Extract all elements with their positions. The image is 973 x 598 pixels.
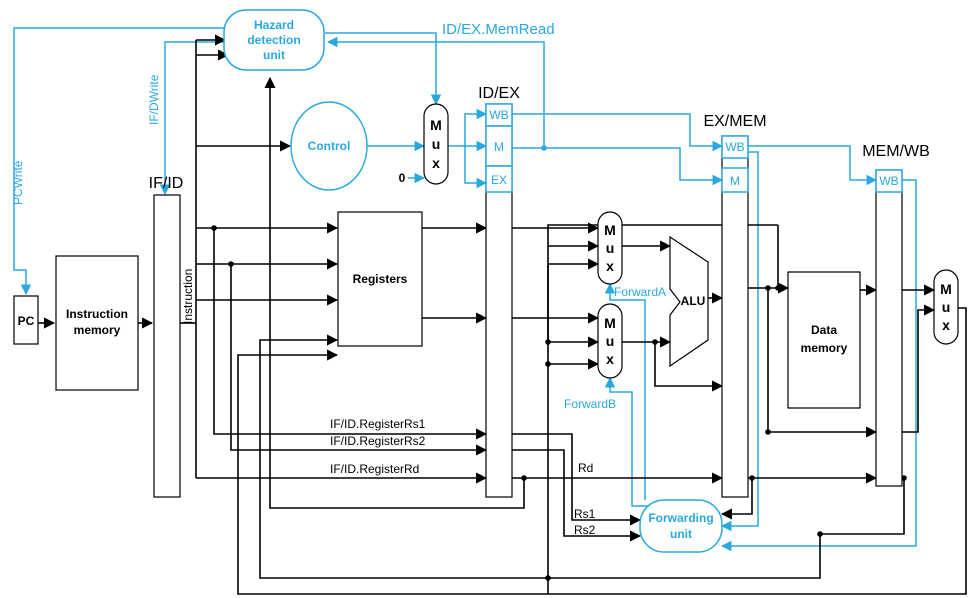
rd-signal-label: IF/ID.RegisterRd	[330, 462, 419, 476]
rs1-signal-label: IF/ID.RegisterRs1	[330, 417, 426, 431]
ex-mem-m-field: M	[730, 174, 740, 188]
mem-wb-register: WB MEM/WB	[862, 143, 930, 487]
hazard-label-1: Hazard	[254, 18, 294, 32]
svg-text:M: M	[940, 281, 952, 297]
forward-a-mux: M u x	[597, 211, 623, 285]
alu: ALU	[669, 235, 709, 368]
svg-text:x: x	[942, 317, 950, 333]
rs2-signal-label: IF/ID.RegisterRs2	[330, 434, 426, 448]
svg-text:x: x	[432, 155, 440, 171]
svg-text:M: M	[604, 222, 616, 238]
svg-text:u: u	[606, 333, 615, 349]
mem-wb-label: MEM/WB	[862, 143, 930, 160]
mem-wb-wb-field: WB	[879, 174, 898, 188]
hazard-detection-unit: Hazard detection unit	[223, 9, 325, 71]
memread-label: ID/EX.MemRead	[442, 21, 555, 38]
forwarding-label-2: unit	[670, 527, 692, 541]
forwardb-label: ForwardB	[564, 397, 616, 411]
svg-text:u: u	[432, 136, 441, 152]
if-id-register: IF/ID Instruction	[149, 175, 195, 498]
svg-text:x: x	[606, 351, 614, 367]
instruction-memory-label-2: memory	[74, 323, 121, 337]
data-wires	[38, 34, 967, 595]
ex-mem-register: WB M EX/MEM	[703, 113, 767, 498]
ex-mem-label: EX/MEM	[703, 113, 766, 130]
control-mux: M u x 0	[399, 103, 449, 185]
hazard-label-2: detection	[247, 33, 300, 47]
svg-text:M: M	[430, 117, 442, 133]
instruction-bus-label: Instruction	[181, 269, 195, 324]
zero-input-label: 0	[399, 171, 406, 185]
data-memory: Data memory	[787, 271, 861, 409]
id-ex-m-field: M	[494, 140, 504, 154]
rs1-label: Rs1	[574, 507, 596, 521]
svg-text:u: u	[606, 240, 615, 256]
forward-b-mux: M u x	[597, 303, 623, 379]
svg-text:u: u	[942, 299, 951, 315]
pcwrite-label: PCWrite	[11, 160, 25, 205]
id-ex-register: WB M EX ID/EX	[478, 85, 520, 498]
control-unit: Control	[290, 101, 368, 191]
forwarda-label: ForwardA	[614, 285, 666, 299]
data-memory-label-1: Data	[811, 323, 837, 337]
pc-register: PC	[13, 295, 39, 345]
hazard-label-3: unit	[263, 48, 285, 62]
instruction-memory-label-1: Instruction	[66, 307, 128, 321]
ifdwrite-label: IF/DWrite	[147, 74, 161, 125]
data-memory-label-2: memory	[801, 341, 848, 355]
ex-mem-wb-field: WB	[725, 140, 744, 154]
control-label: Control	[308, 139, 351, 153]
register-file: Registers	[337, 211, 423, 347]
svg-text:M: M	[604, 315, 616, 331]
rs2-label: Rs2	[574, 523, 596, 537]
forwarding-label-1: Forwarding	[648, 511, 713, 525]
id-ex-ex-field: EX	[491, 173, 507, 187]
rd-label: Rd	[578, 461, 593, 475]
pc-label: PC	[18, 314, 35, 328]
id-ex-wb-field: WB	[489, 108, 508, 122]
svg-text:x: x	[606, 258, 614, 274]
writeback-mux: M u x	[933, 269, 959, 345]
if-id-label: IF/ID	[149, 175, 184, 192]
forwarding-unit: Forwarding unit	[639, 499, 723, 553]
control-wires	[13, 27, 917, 552]
registers-label: Registers	[353, 272, 408, 286]
id-ex-label: ID/EX	[478, 85, 520, 102]
instruction-memory: Instruction memory	[55, 255, 139, 391]
alu-label: ALU	[681, 294, 706, 308]
